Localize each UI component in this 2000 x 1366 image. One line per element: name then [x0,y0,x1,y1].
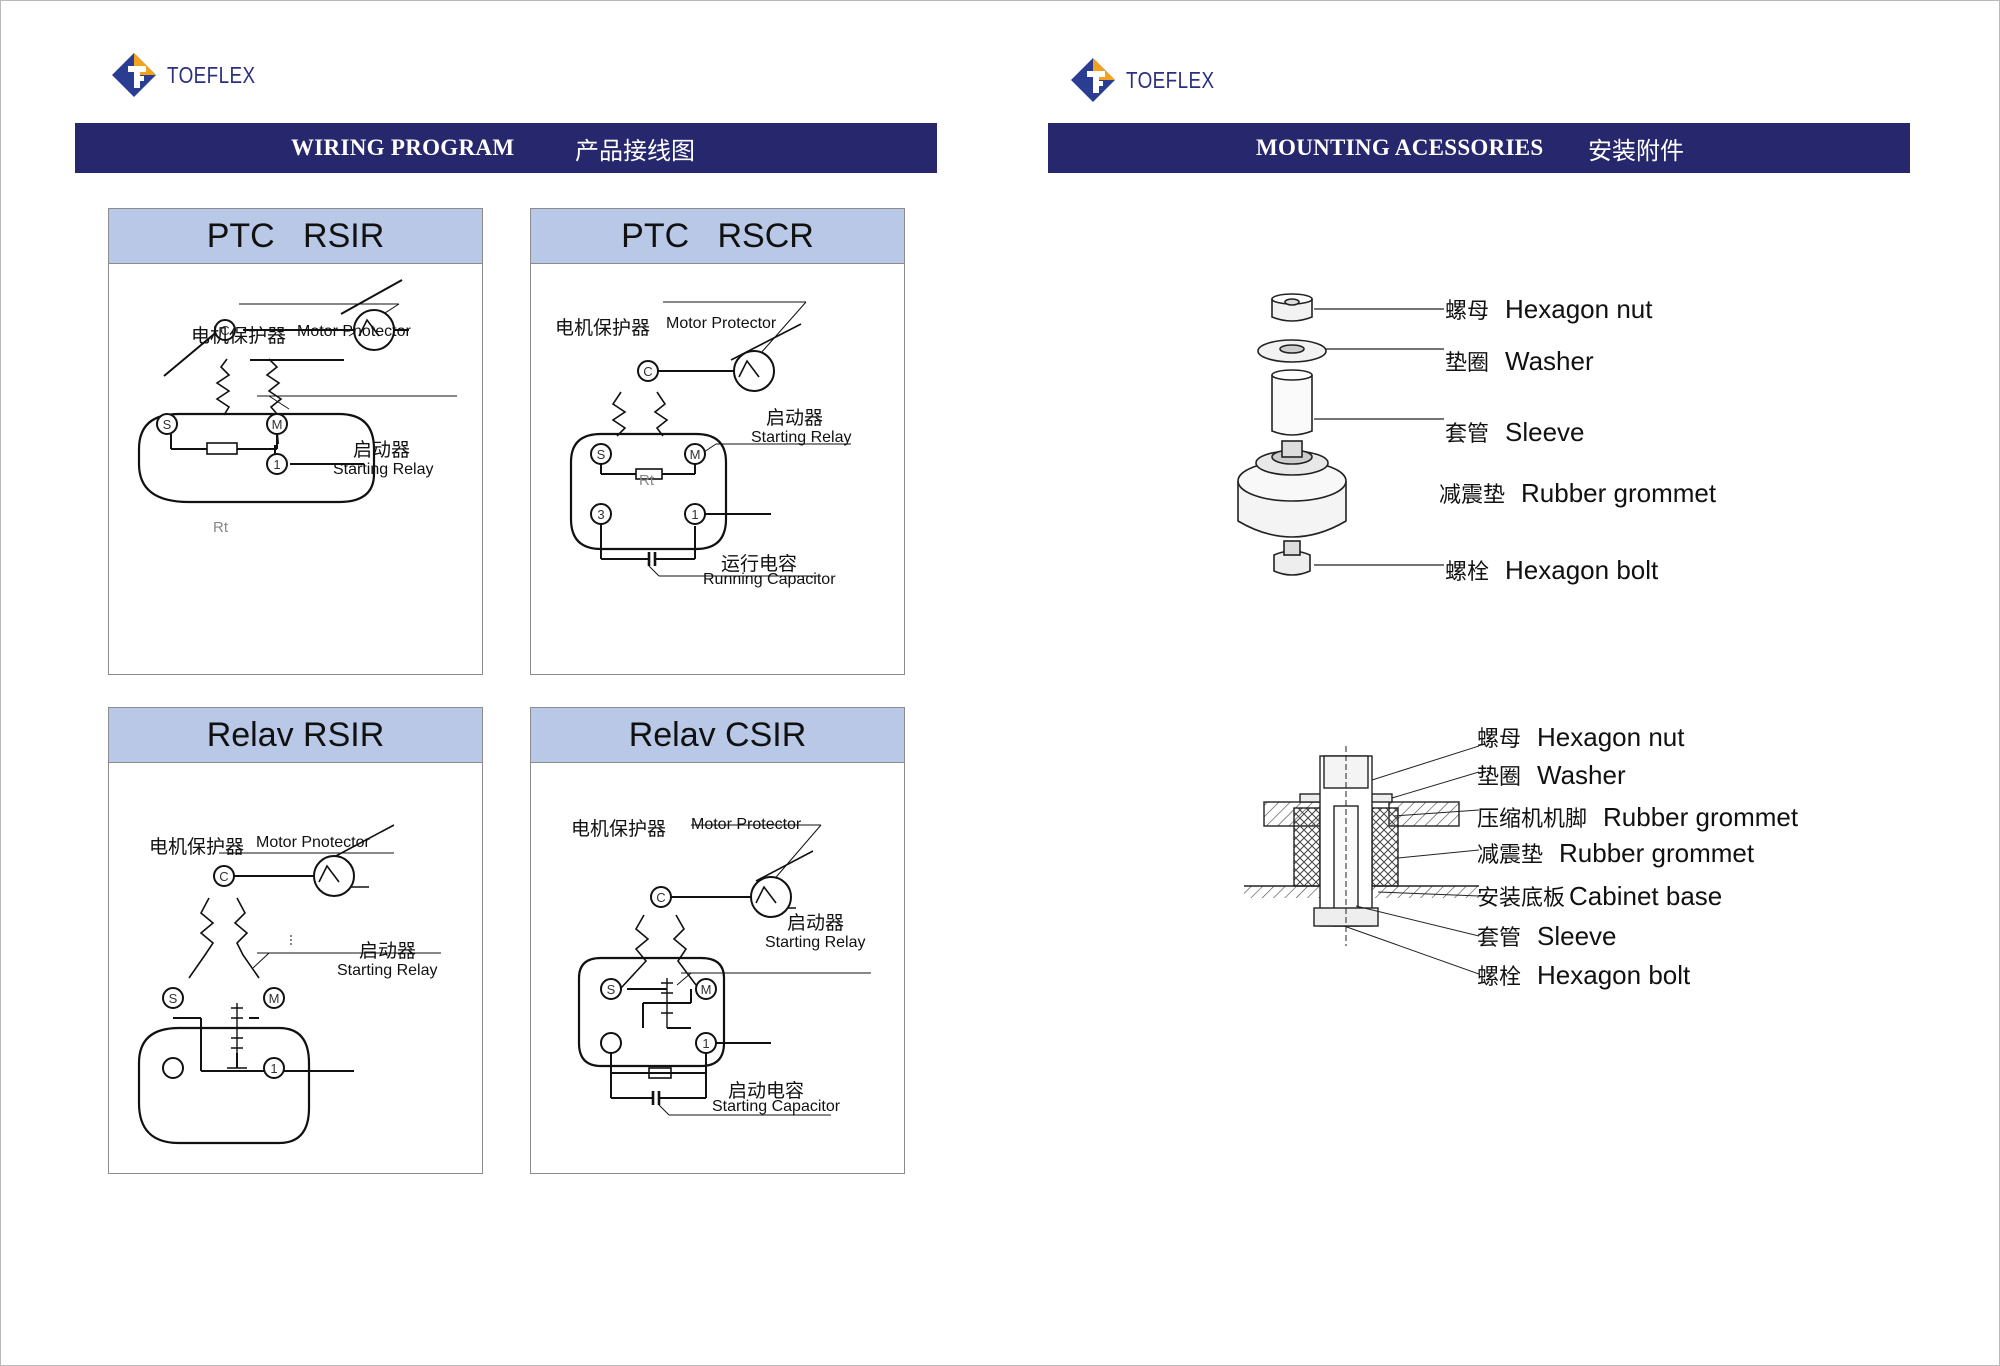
relay-zh: 启动器 [359,940,417,962]
svg-text:C: C [656,890,665,905]
capacitor-en: Running Capacitor [703,571,836,588]
logo-text: TOEFLEX [167,61,256,88]
card-title: PTC RSCR [531,209,904,264]
resistor-label: Rt [213,519,228,536]
svg-text:S: S [607,982,616,997]
exploded-mounting-drawing [1237,293,1444,576]
svg-text:S: S [169,991,178,1006]
left-logo: TOEFLEX [111,52,275,98]
motor-protector-zh: 电机保护器 [149,836,245,858]
relay-zh: 启动器 [353,439,411,461]
motor-protector-zh: 电机保护器 [571,818,667,840]
svg-text:S: S [597,447,606,462]
svg-text:C: C [219,869,228,884]
relay-en: Starting Relay [337,962,438,979]
toeflex-logo-icon [112,53,156,97]
svg-text:S: S [163,417,172,432]
toeflex-logo-icon [1071,58,1115,102]
svg-text:M: M [272,417,283,432]
relay-rsir-wiring-diagram: C S M 1 [137,824,441,1145]
card-title: Relav CSIR [531,708,904,763]
ptc-rsir-wiring-diagram: C S M 1 [137,279,457,504]
relay-csir-wiring-diagram: C S M 1 [577,824,871,1116]
svg-text:M: M [690,447,701,462]
relay-en: Starting Relay [751,429,852,446]
card-title: Relav RSIR [109,708,482,763]
wiring-card-ptc-rscr: PTC RSCR [530,208,905,675]
motor-protector-zh: 电机保护器 [555,317,651,339]
wiring-banner: WIRING PROGRAM 产品接线图 [75,123,937,173]
logo-text: TOEFLEX [1126,66,1215,93]
svg-text:1: 1 [691,507,698,522]
motor-protector-en: Motor Protector [691,816,802,833]
motor-protector-en: Motor Pnotector [297,323,411,340]
card-title: PTC RSIR [109,209,482,264]
motor-protector-en: Motor Protector [666,315,777,332]
banner-title-en: MOUNTING ACESSORIES [1256,135,1544,160]
right-logo: TOEFLEX [1070,57,1234,103]
relay-en: Starting Relay [765,934,866,951]
relay-zh: 启动器 [787,912,845,934]
relay-zh: 启动器 [766,407,824,429]
wiring-card-relay-csir: Relav CSIR [530,707,905,1174]
svg-text:M: M [269,991,280,1006]
svg-text:1: 1 [273,457,280,472]
banner-title-zh: 产品接线图 [575,136,695,165]
svg-text:M: M [701,982,712,997]
resistor-label: Rt [639,472,654,489]
capacitor-en: Starting Capacitor [712,1098,841,1115]
capacitor-zh: 启动电容 [728,1080,805,1102]
ptc-rscr-wiring-diagram: C S M 3 1 [569,301,851,577]
banner-title-en: WIRING PROGRAM [291,135,515,160]
motor-protector-zh: 电机保护器 [191,325,287,347]
motor-protector-en: Motor Pnotector [256,834,370,851]
banner-title-zh: 安装附件 [1588,136,1684,165]
capacitor-zh: 运行电容 [721,553,798,575]
svg-text:C: C [643,364,652,379]
svg-text:3: 3 [597,507,604,522]
relay-en: Starting Relay [333,461,434,478]
wiring-card-ptc-rsir: PTC RSIR [108,208,483,675]
svg-text:1: 1 [702,1036,709,1051]
svg-text:1: 1 [270,1061,277,1076]
svg-text:C: C [220,323,229,338]
assembled-mounting-cross-section [1244,746,1479,975]
wiring-card-relay-rsir: Relav RSIR [108,707,483,1174]
mounting-banner: MOUNTING ACESSORIES 安装附件 [1048,123,1910,173]
